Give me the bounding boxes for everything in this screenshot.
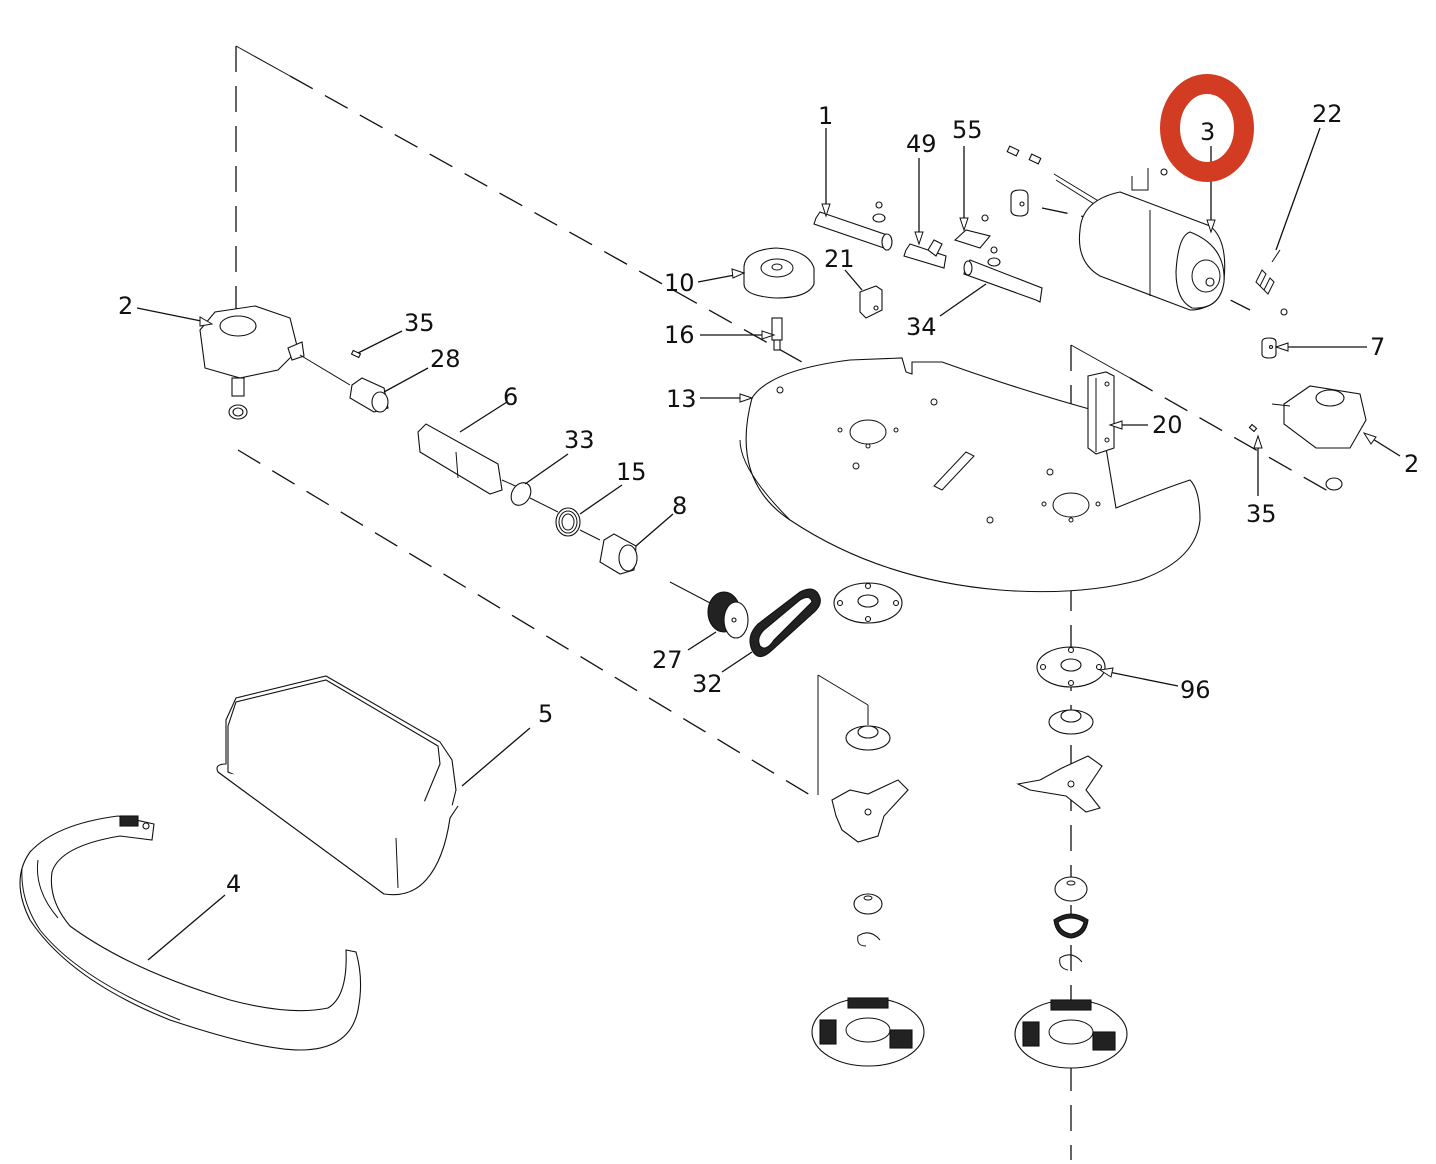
callout-2-left[interactable]: 2: [118, 292, 133, 320]
bracket[interactable]: [1087, 371, 1115, 455]
callout-35-left[interactable]: 35: [404, 309, 435, 337]
callout-35-right[interactable]: 35: [1246, 500, 1277, 528]
guide-line: [817, 674, 869, 706]
coupling-sleeve[interactable]: [349, 377, 389, 413]
hub-stack-left[interactable]: [811, 725, 925, 1067]
callout-8[interactable]: 8: [672, 492, 687, 520]
callout-15[interactable]: 15: [616, 458, 647, 486]
plate[interactable]: [953, 214, 991, 249]
cover-housing[interactable]: [216, 675, 459, 896]
bumper-strip[interactable]: [19, 815, 362, 1051]
hub-stack-right[interactable]: [1014, 709, 1128, 1069]
callout-labels: 2 35 28 6 33 15 8 1 49 55 21 34 10 16 13…: [118, 100, 1419, 898]
retaining-ring[interactable]: [507, 479, 559, 513]
callout-22[interactable]: 22: [1312, 100, 1343, 128]
guide-line: [235, 45, 291, 77]
callout-10[interactable]: 10: [664, 269, 695, 297]
mounting-disc[interactable]: [1036, 646, 1106, 688]
callout-3[interactable]: 3: [1200, 118, 1215, 146]
callout-49[interactable]: 49: [906, 130, 937, 158]
callout-20[interactable]: 20: [1152, 411, 1183, 439]
callout-2-right[interactable]: 2: [1404, 450, 1419, 478]
guide-line: [1070, 344, 1131, 379]
sleeve[interactable]: [599, 533, 713, 605]
mounting-disc-small[interactable]: [833, 582, 903, 624]
tee-fitting[interactable]: [903, 239, 947, 269]
disc-cap[interactable]: [743, 247, 815, 299]
block[interactable]: [859, 285, 883, 319]
motor[interactable]: [1053, 168, 1226, 311]
guide-line: [289, 75, 871, 401]
pulley[interactable]: [707, 591, 749, 639]
callout-16[interactable]: 16: [664, 321, 695, 349]
guide-line: [1041, 207, 1091, 219]
callout-32[interactable]: 32: [692, 670, 723, 698]
screws: [1006, 145, 1168, 176]
callout-27[interactable]: 27: [652, 646, 683, 674]
callout-5[interactable]: 5: [538, 700, 553, 728]
belt[interactable]: [749, 588, 821, 658]
pin-right[interactable]: [1248, 423, 1258, 433]
pin-left[interactable]: [350, 349, 362, 359]
gearbox-left[interactable]: [199, 305, 351, 420]
callout-1[interactable]: 1: [818, 102, 833, 130]
leader-lines: [136, 127, 1401, 961]
base-plate[interactable]: [739, 357, 1201, 593]
tension-spring[interactable]: [1255, 249, 1288, 316]
guide-line: [237, 449, 816, 799]
coupler[interactable]: [1261, 337, 1277, 359]
callout-34[interactable]: 34: [906, 313, 937, 341]
callout-13[interactable]: 13: [666, 385, 697, 413]
coupler-small[interactable]: [1010, 189, 1029, 217]
callout-4[interactable]: 4: [226, 870, 241, 898]
gearbox-right[interactable]: [1271, 385, 1367, 491]
callout-7[interactable]: 7: [1370, 333, 1385, 361]
callout-96[interactable]: 96: [1180, 676, 1211, 704]
tube-with-clamp[interactable]: [813, 201, 893, 251]
callout-6[interactable]: 6: [503, 383, 518, 411]
spring[interactable]: [555, 507, 601, 541]
callout-28[interactable]: 28: [430, 345, 461, 373]
tube-with-clamp-2[interactable]: [963, 246, 1043, 303]
callout-21[interactable]: 21: [824, 245, 855, 273]
callout-55[interactable]: 55: [952, 116, 983, 144]
callout-33[interactable]: 33: [564, 426, 595, 454]
highlight-ring: [1160, 74, 1254, 182]
shaft[interactable]: [417, 423, 521, 495]
fitting[interactable]: [771, 317, 783, 351]
